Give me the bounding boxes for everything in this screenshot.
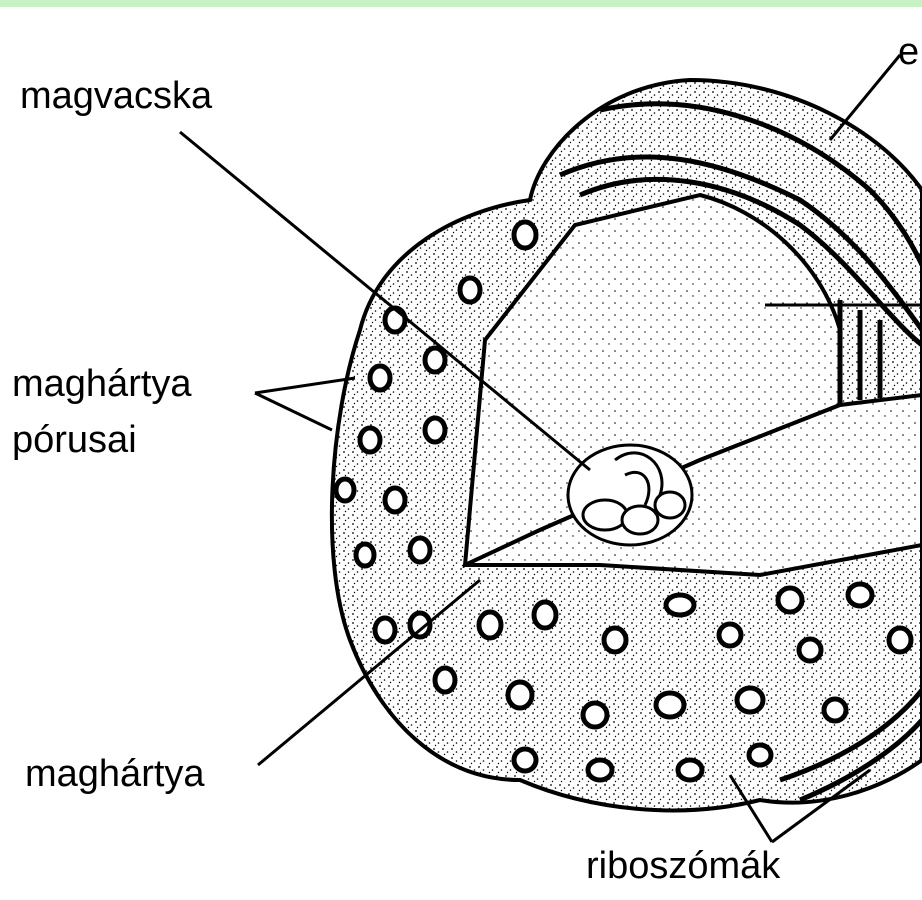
label-maghartya: maghártya (25, 752, 205, 796)
label-maghartya-porusai-line2: pórusai (12, 418, 137, 462)
label-maghartya-porusai-line1: maghártya (12, 362, 192, 406)
nucleolus (568, 445, 692, 545)
label-edge-e: e (898, 30, 919, 74)
leader-e (830, 55, 900, 140)
label-magvacska: magvacska (20, 74, 212, 118)
label-riboszomak: riboszómák (586, 844, 780, 888)
leader-pore-1 (255, 378, 355, 393)
leader-pore-2 (255, 393, 332, 430)
